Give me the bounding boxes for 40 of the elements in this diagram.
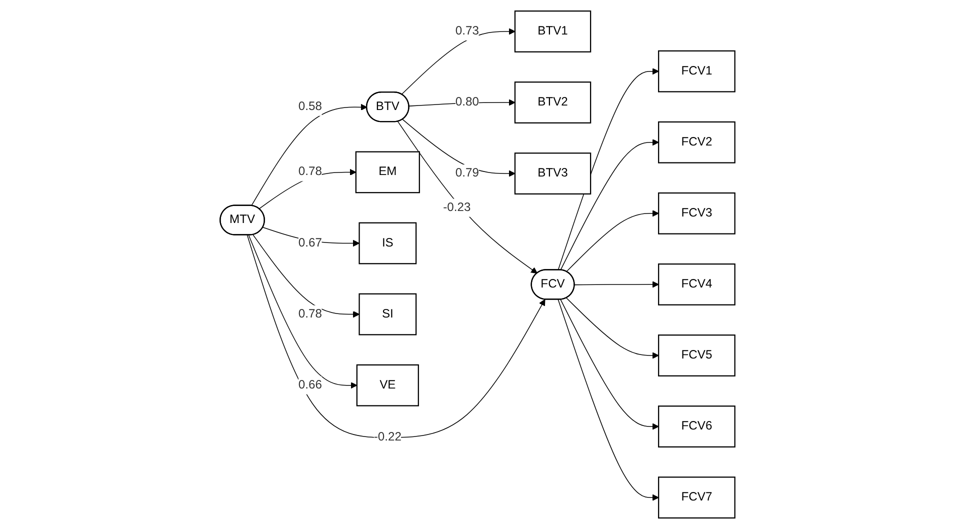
arrow — [397, 121, 538, 274]
node-box: FCV3 — [658, 192, 736, 234]
node-box: BTV2 — [514, 82, 592, 124]
node-box: IS — [358, 222, 417, 264]
arrow — [252, 234, 360, 318]
edge-label: 0.80 — [455, 96, 479, 109]
arrow — [246, 234, 546, 438]
arrow — [558, 299, 659, 501]
node-box: FCV7 — [658, 476, 736, 519]
arrow — [566, 210, 659, 272]
node-box: EM — [355, 151, 420, 194]
arrow — [401, 28, 516, 95]
node-box: VE — [356, 364, 419, 406]
node-box: FCV4 — [658, 263, 736, 306]
node-box: BTV1 — [514, 10, 592, 52]
node-box: FCV1 — [658, 50, 736, 92]
arrow — [251, 104, 368, 206]
arrow — [248, 234, 358, 389]
arrow — [558, 68, 659, 270]
edge-label: 0.73 — [455, 24, 479, 38]
node-box: FCV2 — [658, 121, 736, 164]
arrow — [566, 298, 659, 359]
node-box: FCV6 — [658, 406, 736, 448]
arrow — [408, 99, 516, 106]
node-box: SI — [358, 293, 417, 336]
node-box: BTV3 — [514, 152, 592, 194]
edge-label: 0.78 — [298, 165, 322, 178]
edge-label: 0.66 — [298, 378, 322, 392]
arrow — [402, 119, 516, 177]
arrow — [560, 299, 659, 430]
edge-label: 0.58 — [298, 100, 322, 113]
edge-label: -0.23 — [443, 201, 471, 214]
arrow — [574, 281, 659, 288]
arrow — [560, 139, 659, 270]
edge-label: 0.78 — [298, 307, 322, 320]
edge-label: -0.22 — [374, 430, 402, 444]
arrow — [258, 168, 356, 210]
edge-label: 0.67 — [298, 236, 322, 250]
edge-label: 0.79 — [455, 166, 479, 180]
node-box: FCV5 — [658, 334, 736, 376]
